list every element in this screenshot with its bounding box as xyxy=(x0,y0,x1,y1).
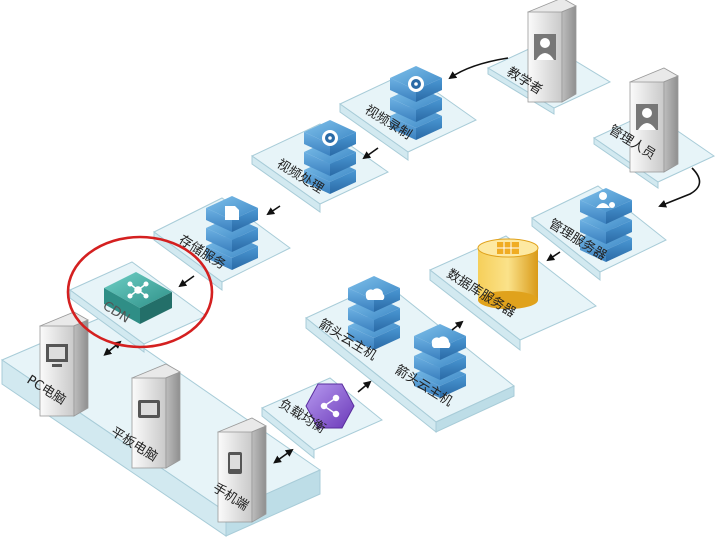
network-hub-icon xyxy=(127,281,149,299)
cdn-node xyxy=(104,272,172,324)
cloud-host-server-2 xyxy=(414,324,466,398)
cdn-highlight-ring xyxy=(66,235,214,349)
arrow-cloud-to-db xyxy=(451,320,464,331)
cloud-icon xyxy=(431,336,451,348)
arrow-phone-lb xyxy=(273,448,294,464)
arrow-admin-to-server xyxy=(658,167,701,208)
database-grid-icon xyxy=(497,242,519,254)
arrow-storage-to-cdn xyxy=(178,275,195,288)
storage-server xyxy=(206,196,258,270)
arrow-teacher-to-record xyxy=(448,57,509,80)
load-balancer-node xyxy=(305,383,355,429)
cloud-icon xyxy=(365,288,385,300)
pc-device xyxy=(39,311,89,417)
flow-arrows xyxy=(103,57,701,464)
smartphone-icon xyxy=(228,452,242,474)
phone-device xyxy=(217,417,267,523)
arrow-server-to-db xyxy=(546,251,561,262)
monitor-icon xyxy=(46,344,68,367)
video-record-server xyxy=(390,66,442,140)
tablet-icon xyxy=(138,400,160,418)
document-icon xyxy=(225,206,239,220)
admin-terminal xyxy=(629,67,679,173)
tablet-device xyxy=(131,363,181,469)
video-process-server xyxy=(304,120,356,194)
admin-server xyxy=(580,188,632,262)
arrow-process-to-storage xyxy=(266,205,281,216)
cloud-host-server-1 xyxy=(348,276,400,350)
arrow-lb-to-cloud xyxy=(357,380,372,393)
user-gear-icon xyxy=(599,192,607,200)
share-nodes-icon xyxy=(320,394,340,418)
arrow-record-to-process xyxy=(362,147,379,160)
database-server xyxy=(477,238,539,309)
teacher-terminal xyxy=(527,0,577,103)
